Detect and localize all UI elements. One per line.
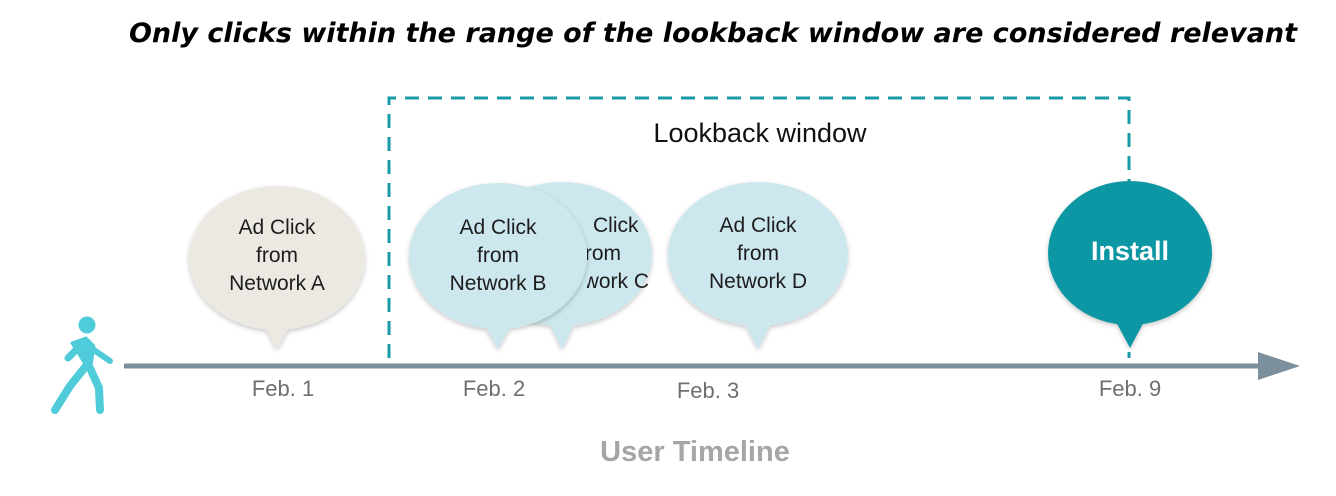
bubble-text-network-b: Ad Click from Network B: [420, 214, 576, 298]
bubble-line: Ad Click: [459, 216, 537, 239]
bubble-line: Network C: [587, 270, 649, 293]
date-label-feb-3: Feb. 3: [676, 378, 740, 403]
bubble-line: Ad Click: [719, 214, 797, 237]
bubble-text-network-c: Ad Click from Network C: [587, 212, 649, 296]
bubble-text-network-a: Ad Click from Network A: [199, 214, 355, 298]
date-label-feb-1: Feb. 1: [251, 376, 315, 401]
bubble-network-a: [189, 186, 365, 349]
timeline-arrowhead: [1258, 352, 1300, 380]
timeline-label: User Timeline: [600, 436, 790, 468]
walking-person-icon: [51, 316, 113, 414]
page-title: Only clicks within the range of the look…: [128, 18, 1298, 49]
lookback-window-label: Lookback window: [653, 118, 867, 148]
bubble-line: from: [477, 244, 519, 267]
bubble-line: from: [256, 244, 298, 267]
bubble-line: Ad Click: [238, 216, 316, 239]
bubble-line: Network D: [708, 270, 808, 293]
date-label-feb-9: Feb. 9: [1098, 376, 1162, 401]
bubble-network-b: [409, 183, 587, 349]
date-label-feb-2: Feb. 2: [462, 376, 526, 401]
bubble-line: from: [737, 242, 779, 265]
bubble-line: from: [587, 242, 621, 265]
bubble-text-network-d: Ad Click from Network D: [680, 212, 836, 296]
bubble-install: [1048, 181, 1212, 348]
install-label: Install: [1090, 236, 1170, 266]
bubble-line: Ad Click: [587, 214, 639, 237]
bubble-network-d: [668, 182, 848, 349]
bubble-line: Network B: [449, 272, 547, 295]
bubble-line: Network A: [229, 272, 325, 295]
